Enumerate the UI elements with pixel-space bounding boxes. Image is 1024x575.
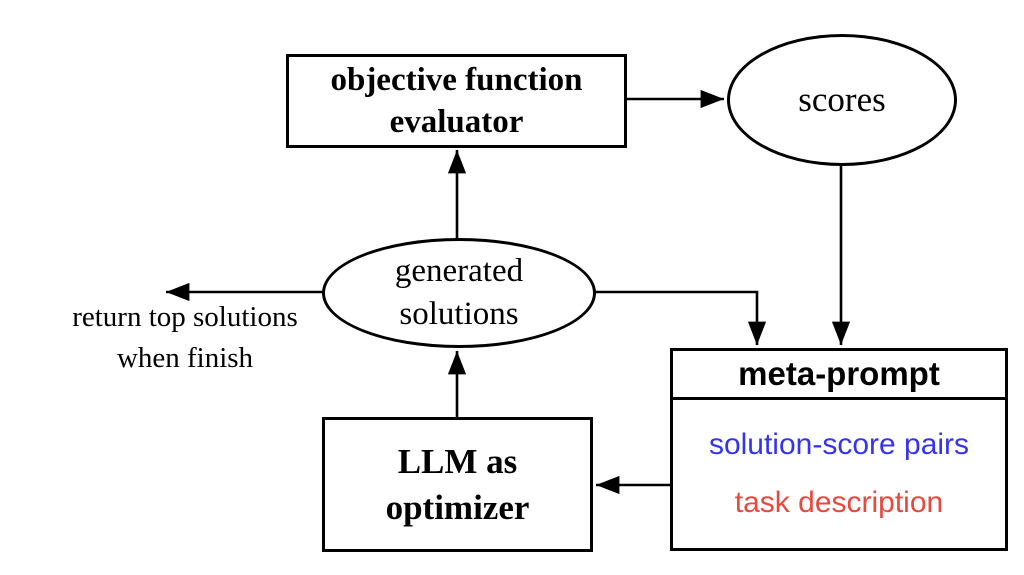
objective-function-evaluator-box: objective function evaluator	[286, 54, 627, 148]
return-top-solutions-note: return top solutions when finish	[35, 297, 335, 379]
evaluator-label-line1: objective function	[330, 62, 583, 98]
llm-label-line2: optimizer	[385, 487, 530, 527]
evaluator-label-line2: evaluator	[389, 104, 524, 140]
meta-prompt-box: meta-prompt solution-score pairs task de…	[670, 348, 1008, 551]
scores-label: scores	[798, 80, 886, 119]
generated-label-line1: generated	[394, 253, 524, 289]
llm-label-line1: LLM as	[397, 441, 518, 481]
scores-ellipse: scores	[727, 34, 957, 166]
meta-prompt-body: solution-score pairs task description	[673, 400, 1005, 548]
return-note-line2: when finish	[116, 342, 254, 374]
generated-label-line2: solutions	[399, 296, 519, 332]
meta-prompt-title: meta-prompt	[673, 351, 1005, 400]
arrow-generated-to-metaprompt	[594, 290, 767, 345]
generated-solutions-ellipse: generated solutions	[322, 238, 596, 348]
llm-as-optimizer-box: LLM as optimizer	[322, 417, 593, 552]
solution-score-pairs-label: solution-score pairs	[708, 428, 970, 461]
task-description-label: task description	[734, 486, 944, 519]
return-note-line1: return top solutions	[72, 301, 298, 333]
